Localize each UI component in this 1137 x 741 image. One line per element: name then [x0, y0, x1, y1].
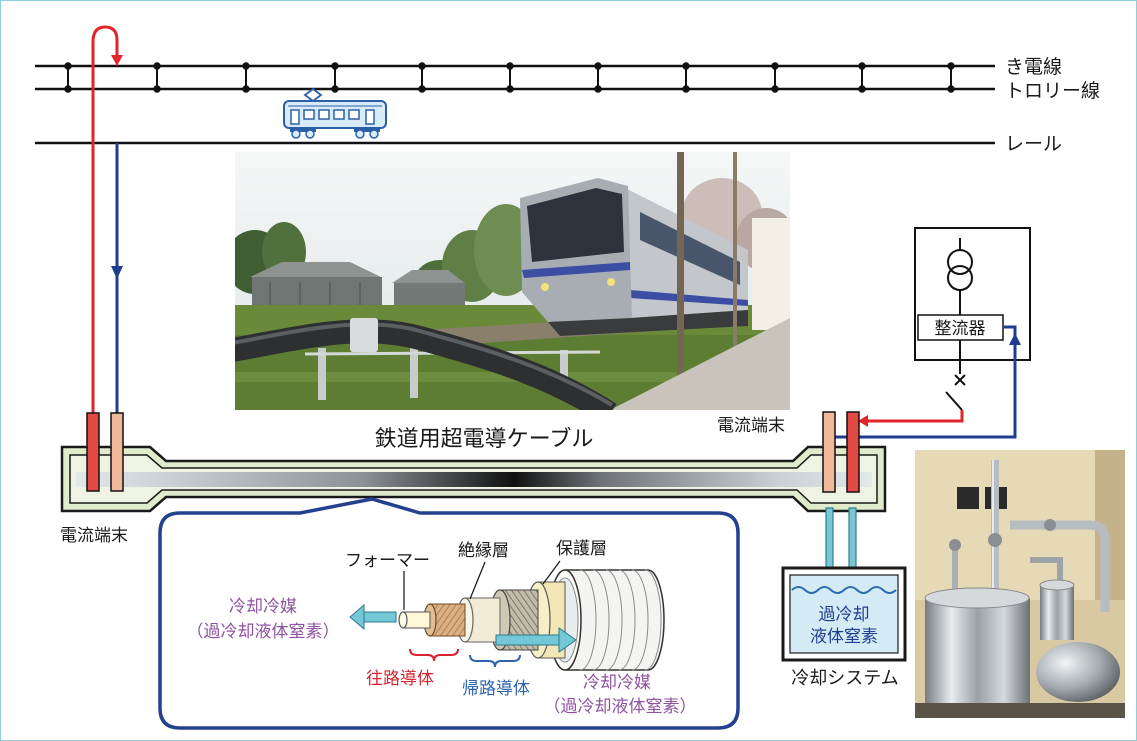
outbound-bracket — [409, 648, 459, 662]
hanger — [331, 62, 339, 93]
hanger — [682, 62, 690, 93]
return-current-line-right — [829, 325, 1017, 439]
coolant-right-label: 冷却冷媒 — [583, 673, 651, 693]
trolley-label: トロリー線 — [1005, 80, 1100, 102]
rectifier-substation: 整流器 — [914, 227, 1031, 411]
rail-label: レール — [1005, 133, 1062, 155]
protective-leader — [542, 560, 561, 585]
return-bracket — [469, 654, 521, 668]
former-label: フォーマー — [345, 551, 430, 571]
cable-cross-section — [349, 560, 665, 671]
terminal-right-return-tube — [822, 411, 836, 493]
coolant-left-sublabel: （過冷却液体窒素） — [187, 622, 340, 642]
insulation-label: 絶縁層 — [458, 541, 509, 561]
cryostat-tank — [925, 598, 1030, 718]
transformer-icon — [947, 249, 973, 275]
switch-icon — [945, 391, 963, 411]
hanger — [947, 62, 955, 93]
terminal-right-label: 電流端末 — [717, 416, 785, 436]
outbound-conductor-label: 往路導体 — [366, 669, 434, 689]
cooling-system-label: 冷却システム — [791, 668, 898, 689]
outbound-arrow-icon-right — [858, 415, 868, 427]
hanger — [242, 62, 250, 93]
coolant-right-sublabel: （過冷却液体窒素） — [544, 697, 697, 717]
cooling-equipment-photo — [915, 450, 1125, 718]
cooling-pipe — [848, 507, 857, 569]
terminal-right-outbound-tube — [846, 411, 860, 493]
hanger — [153, 62, 161, 93]
return-arrow-icon-right — [1009, 333, 1021, 345]
cooling-pipe — [825, 507, 834, 569]
cable-title: 鉄道用超電導ケーブル — [375, 427, 594, 452]
train-icon — [283, 87, 387, 139]
coolant-flow-arrow-left — [349, 603, 397, 631]
rectifier-label: 整流器 — [935, 319, 986, 339]
cable-core — [76, 472, 872, 487]
cable-in-photo — [235, 319, 617, 410]
feeder-label: き電線 — [1005, 56, 1062, 78]
overhead-lines — [35, 62, 995, 145]
outbound-current-line-left — [91, 25, 119, 413]
hanger — [594, 62, 602, 93]
hanger — [418, 62, 426, 93]
outbound-arrow-icon — [111, 55, 123, 66]
terminal-left-outbound-tube — [86, 412, 100, 492]
terminal-left-return-tube — [110, 412, 124, 492]
hanger — [64, 62, 72, 93]
outbound-current-line-right — [868, 410, 964, 423]
former — [398, 611, 431, 629]
breaker-icon — [954, 374, 966, 386]
hanger — [858, 62, 866, 93]
hanger — [506, 62, 514, 93]
insulation-leader — [469, 561, 486, 600]
train-photo — [235, 152, 790, 410]
protective-label: 保護層 — [556, 539, 607, 559]
pantograph — [303, 87, 323, 103]
coolant-flow-arrow-right — [495, 627, 577, 653]
cooling-system: 過冷却 液体窒素 — [781, 566, 907, 662]
superconducting-cable — [60, 411, 887, 513]
liquid-surface-wave — [791, 586, 897, 594]
cooling-box-line1: 過冷却 — [819, 605, 870, 625]
cooling-box-line2: 液体窒素 — [810, 627, 878, 647]
coolant-left-label: 冷却冷媒 — [229, 597, 297, 617]
outer-corrugated-pipe — [548, 569, 665, 671]
rectifier-box — [917, 314, 1004, 341]
terminal-left-label: 電流端末 — [60, 526, 128, 546]
return-arrow-icon — [111, 266, 123, 279]
hanger — [771, 62, 779, 93]
return-conductor-label: 帰路導体 — [462, 679, 530, 699]
spherical-vessel — [1036, 642, 1120, 702]
